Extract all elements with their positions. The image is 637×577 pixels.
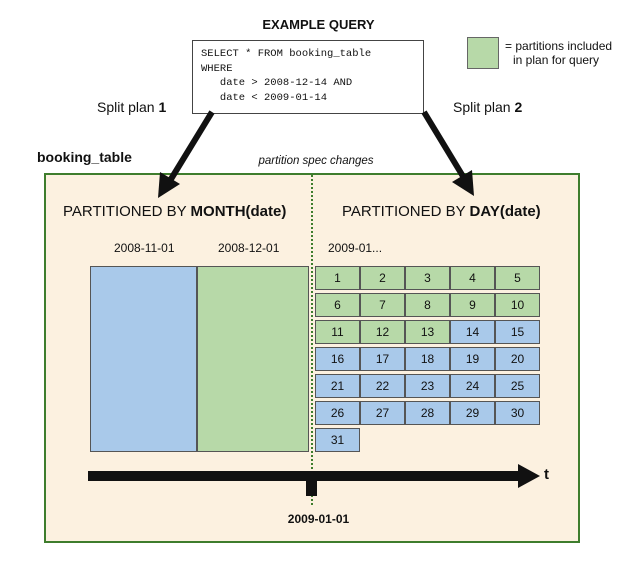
day-partition-cell: 22	[360, 374, 405, 398]
month-label-nov: 2008-11-01	[114, 241, 175, 255]
day-partition-cell: 23	[405, 374, 450, 398]
day-partition-cell: 7	[360, 293, 405, 317]
legend-text-line2: in plan for query	[513, 53, 600, 67]
legend-text: = partitions included in plan for query	[505, 39, 635, 67]
day-partition-cell: 13	[405, 320, 450, 344]
day-partition-cell: 16	[315, 347, 360, 371]
query-line: SELECT * FROM booking_table	[201, 48, 372, 60]
day-partition-cell: 30	[495, 401, 540, 425]
month-partition-title-bold: MONTH(date)	[190, 203, 287, 220]
spec-change-label: partition spec changes	[258, 155, 374, 167]
query-line: WHERE	[201, 62, 233, 75]
month-partition-dec	[197, 266, 309, 452]
day-partition-cell: 11	[315, 320, 360, 344]
split-plan-2-label: Split plan 2	[453, 99, 522, 115]
month-partition-title: PARTITIONED BY MONTH(date)	[63, 203, 286, 220]
day-partition-cell: 12	[360, 320, 405, 344]
day-partition-cell: 1	[315, 266, 360, 290]
day-partition-cell: 28	[405, 401, 450, 425]
split-plan-1-arrowhead	[158, 172, 180, 198]
day-partition-cell: 27	[360, 401, 405, 425]
day-partition-cell: 2	[360, 266, 405, 290]
day-partition-title-bold: DAY(date)	[469, 203, 541, 220]
day-partition-cell: 17	[360, 347, 405, 371]
split-plan-1-label: Split plan 1	[97, 99, 166, 115]
day-partition-cell: 15	[495, 320, 540, 344]
day-partition-cell: 20	[495, 347, 540, 371]
table-name-label: booking_table	[37, 149, 132, 165]
legend-text-line1: = partitions included	[505, 39, 613, 53]
day-partition-cell: 5	[495, 266, 540, 290]
month-label-jan: 2009-01...	[328, 241, 383, 255]
split-plan-1-arrow	[165, 110, 215, 186]
day-partition-cell: 3	[405, 266, 450, 290]
day-partition-cell: 14	[450, 320, 495, 344]
timeline-axis-label: t	[544, 466, 549, 483]
day-partition-cell: 29	[450, 401, 495, 425]
day-partition-cell: 8	[405, 293, 450, 317]
day-partition-cell: 10	[495, 293, 540, 317]
day-partition-cell: 26	[315, 401, 360, 425]
day-partition-cell: 6	[315, 293, 360, 317]
month-partition-nov	[90, 266, 197, 452]
query-line: date > 2008-12-14 AND	[201, 77, 353, 89]
split-plan-1-number: 1	[158, 99, 167, 115]
query-line: date < 2009-01-14	[201, 91, 328, 104]
day-partition-cell: 19	[450, 347, 495, 371]
spec-change-divider	[311, 175, 313, 505]
timeline-arrowhead	[518, 464, 540, 488]
day-partition-cell: 21	[315, 374, 360, 398]
day-partition-cell: 24	[450, 374, 495, 398]
split-plan-2-arrowhead	[452, 170, 474, 196]
split-plan-2-number: 2	[514, 99, 523, 115]
month-partition-title-prefix: PARTITIONED BY	[63, 203, 191, 220]
split-plan-2-arrow	[421, 110, 467, 180]
month-label-dec: 2008-12-01	[218, 241, 280, 255]
day-partition-cell: 4	[450, 266, 495, 290]
split-plan-2-prefix: Split plan	[453, 99, 515, 115]
query-title: EXAMPLE QUERY	[262, 17, 375, 32]
timeline-marker-label: 2009-01-01	[287, 512, 350, 526]
day-partition-cell: 18	[405, 347, 450, 371]
legend-swatch	[467, 37, 499, 69]
timeline-marker	[306, 476, 317, 496]
day-partition-cell: 25	[495, 374, 540, 398]
split-plan-1-prefix: Split plan	[97, 99, 159, 115]
day-partition-cell: 31	[315, 428, 360, 452]
day-partition-title-prefix: PARTITIONED BY	[342, 203, 470, 220]
day-partition-title: PARTITIONED BY DAY(date)	[342, 203, 541, 220]
day-partition-cell: 9	[450, 293, 495, 317]
